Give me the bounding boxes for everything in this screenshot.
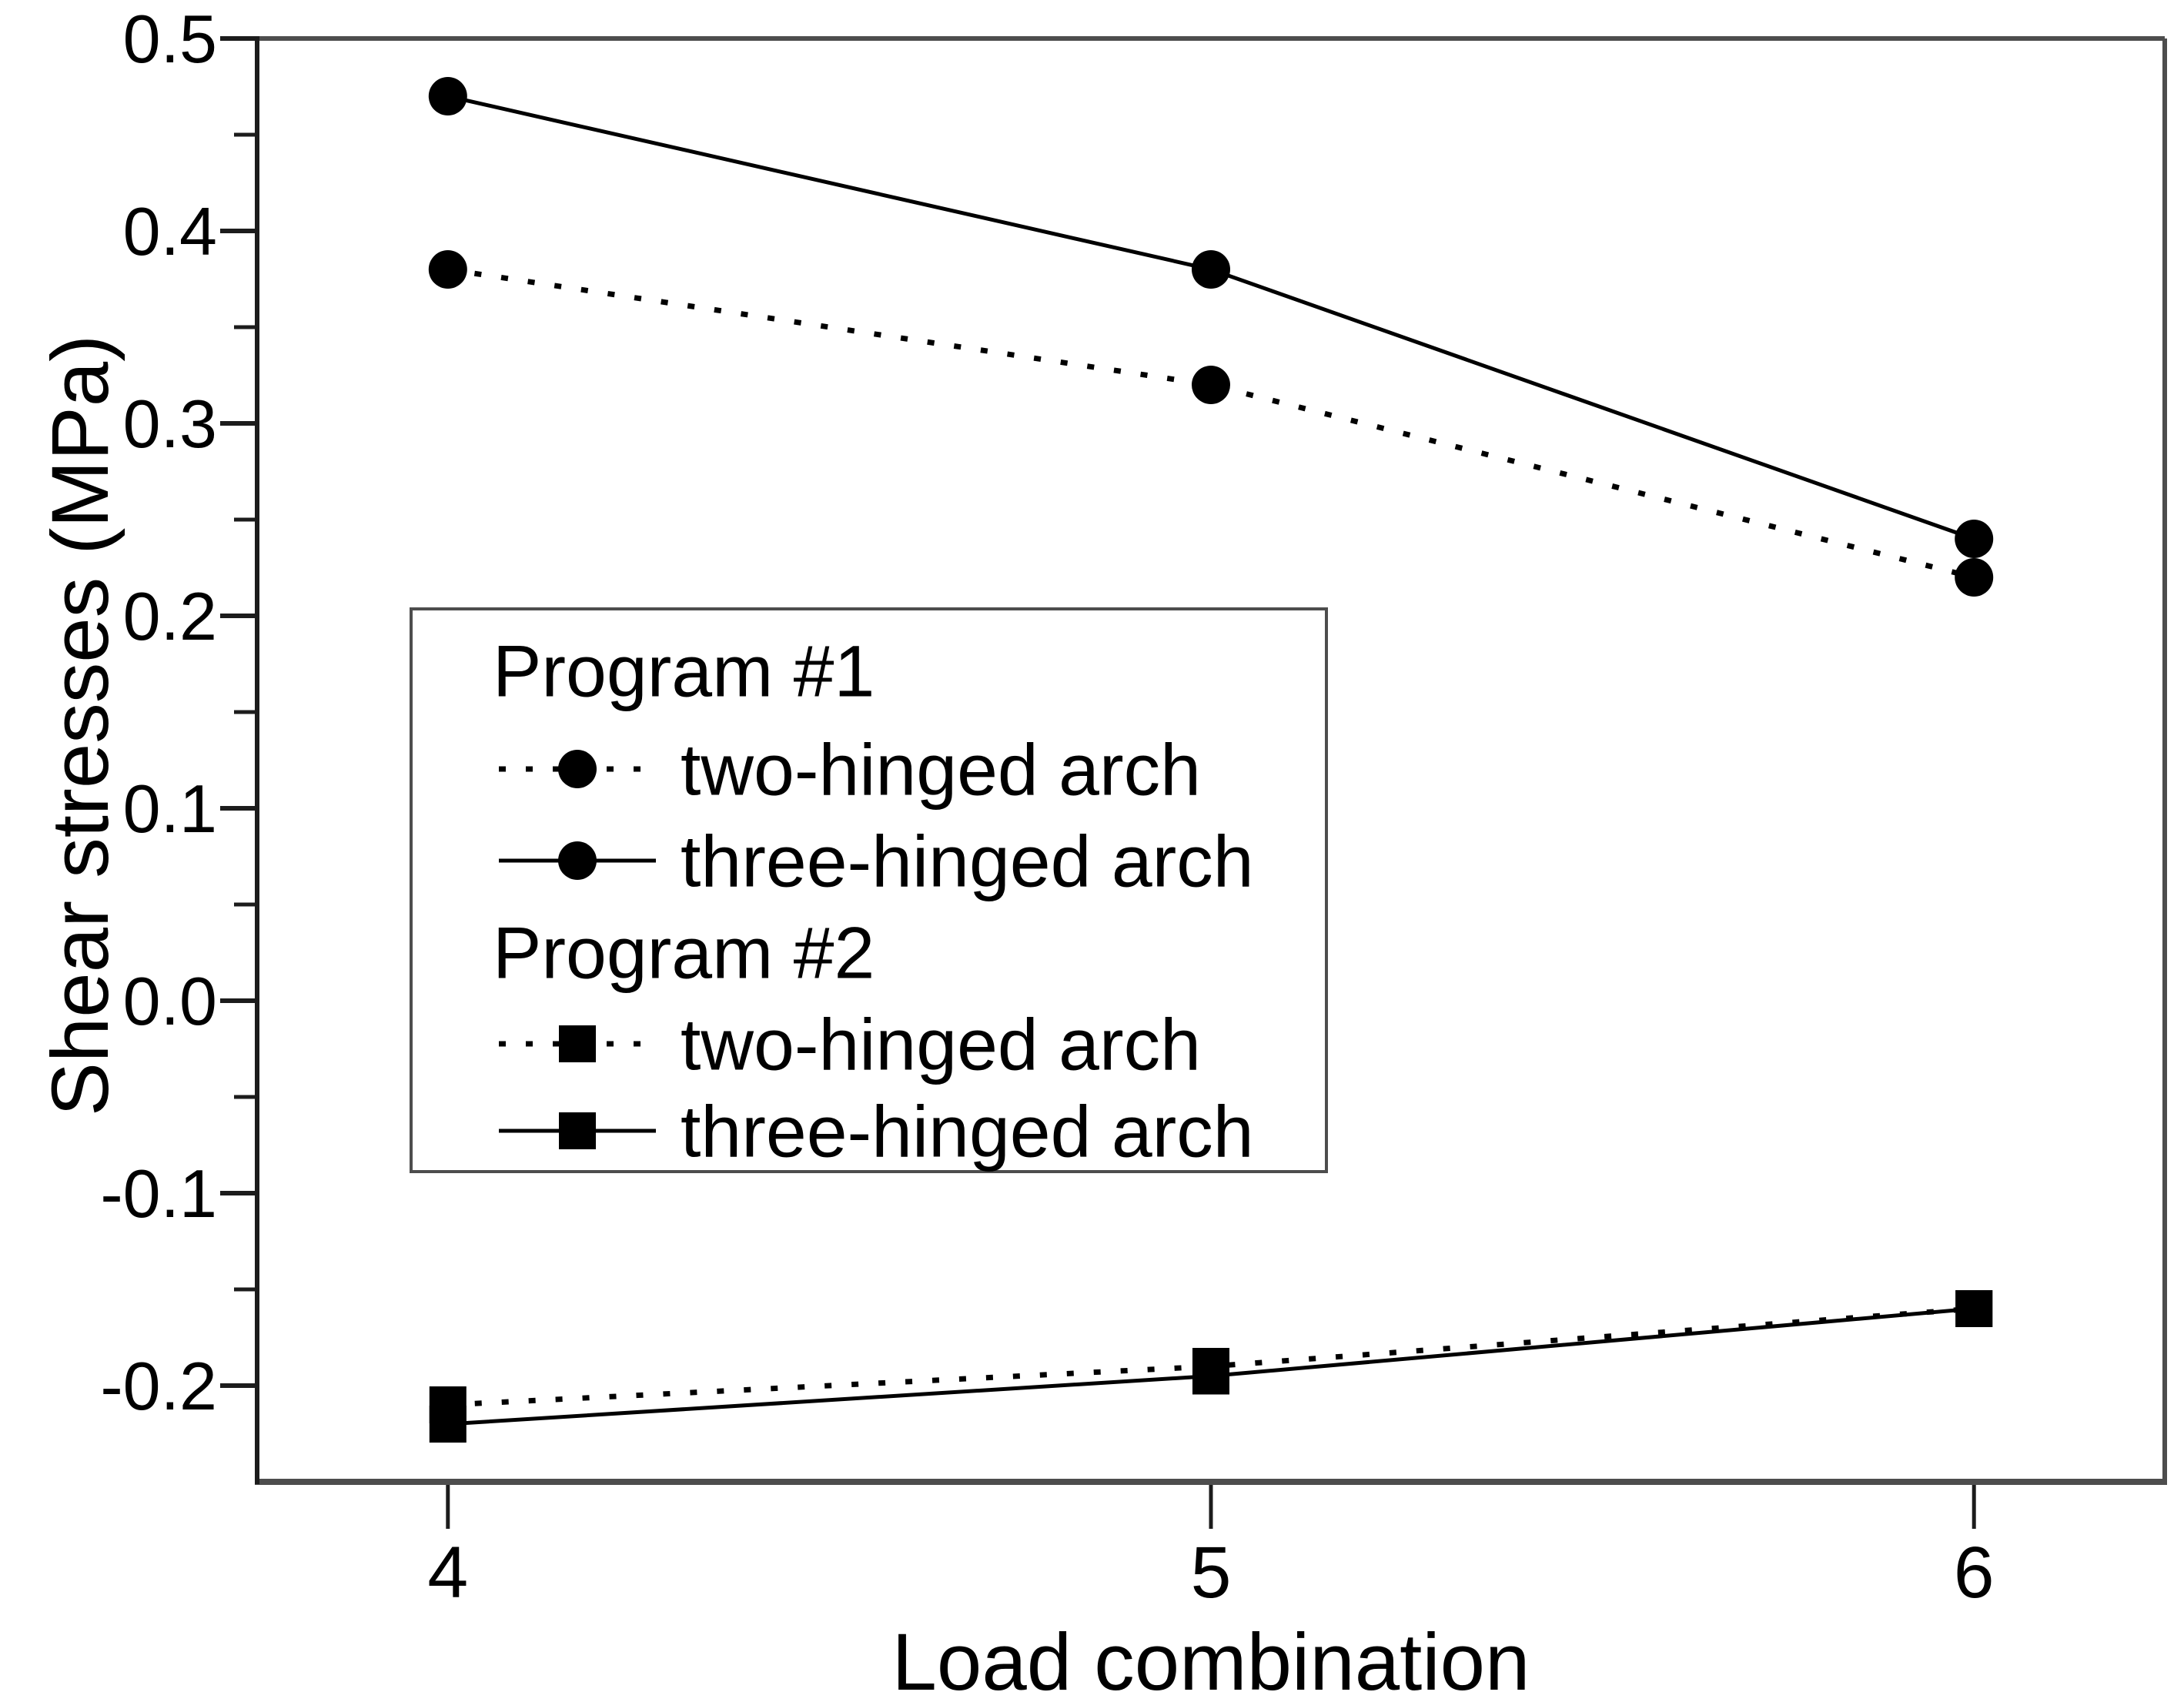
data-point-marker-circle	[1192, 366, 1230, 404]
data-point-marker-circle	[1192, 250, 1230, 289]
legend-item-label: three-hinged arch	[681, 1091, 1254, 1172]
x-tick-label: 6	[1954, 1532, 1995, 1613]
y-tick-label: -0.1	[100, 1155, 217, 1232]
y-axis-title: Shear stresses (MPa)	[35, 335, 125, 1116]
legend-group-title: Program #2	[493, 912, 875, 994]
legend-box	[410, 607, 1328, 1173]
legend-item-marker-square	[559, 1112, 596, 1149]
data-point-marker-square	[1955, 1290, 1993, 1327]
y-tick-label: 0.2	[123, 578, 217, 654]
data-point-marker-circle	[1955, 520, 1994, 558]
y-tick-label: -0.2	[100, 1348, 217, 1424]
legend-item-marker-square	[559, 1025, 596, 1062]
legend-item-marker-circle	[558, 841, 597, 880]
x-axis-title: Load combination	[892, 1617, 1530, 1702]
y-tick-label: 0.4	[123, 193, 217, 269]
legend-item-label: three-hinged arch	[681, 821, 1254, 902]
series-line-program1-two-hinged-arch	[447, 266, 1975, 580]
legend-item-label: two-hinged arch	[681, 729, 1201, 811]
data-point-marker-circle	[428, 250, 467, 289]
x-tick-label: 4	[427, 1532, 468, 1613]
data-point-marker-square	[429, 1406, 467, 1443]
data-point-marker-circle	[1955, 558, 1994, 597]
y-tick-label: 0.5	[123, 1, 217, 77]
legend-item-label: two-hinged arch	[681, 1004, 1201, 1085]
x-tick-label: 5	[1191, 1532, 1232, 1613]
data-point-marker-circle	[428, 77, 467, 115]
y-tick-label: 0.1	[123, 771, 217, 847]
legend-group-title: Program #1	[493, 630, 875, 712]
data-point-marker-square	[1192, 1357, 1229, 1395]
y-tick-label: 0.0	[123, 963, 217, 1039]
legend-item-marker-circle	[558, 750, 597, 788]
y-tick-label: 0.3	[123, 386, 217, 462]
